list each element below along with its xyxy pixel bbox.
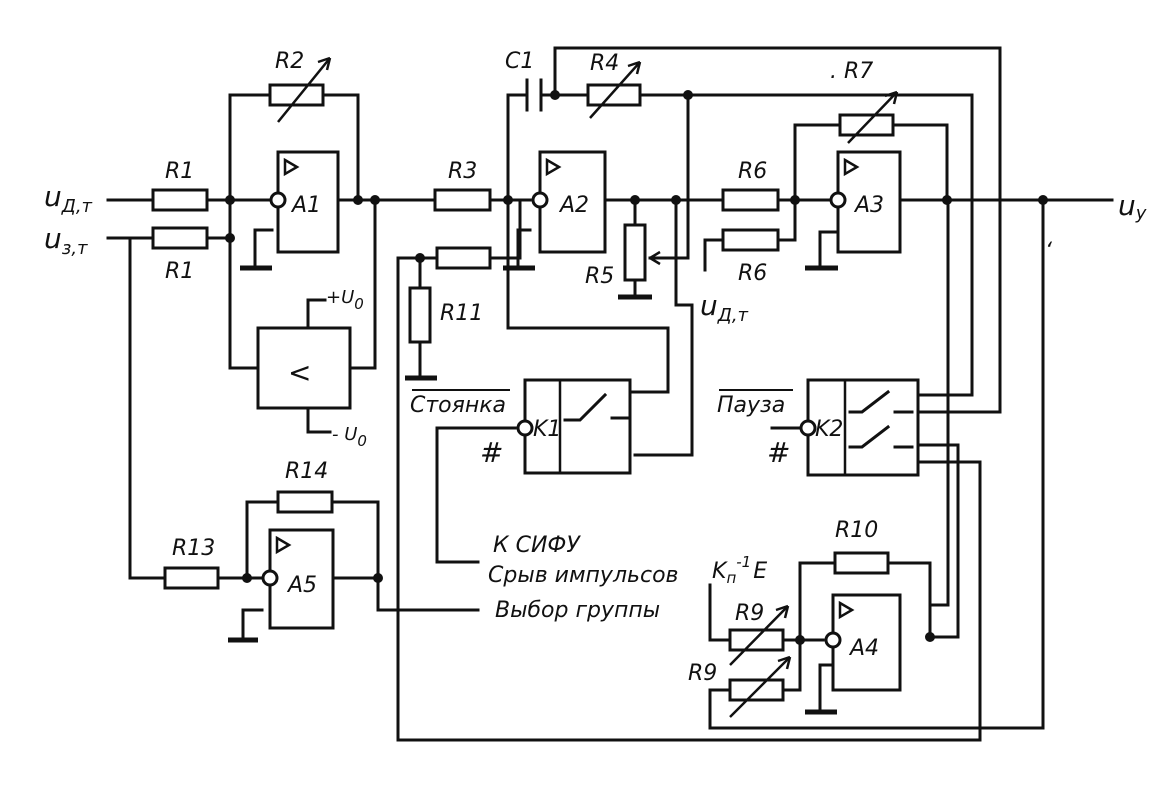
junction-dots: [225, 90, 1048, 645]
label-r6-top: R6: [738, 159, 767, 184]
resistor-r13: [163, 566, 220, 590]
label-k2: K2: [815, 417, 843, 442]
resistor-r10: [833, 551, 890, 575]
relay-k2: [799, 378, 920, 477]
hash-k2: #: [767, 436, 790, 469]
label-pauza: Пауза: [717, 393, 785, 418]
label-output-uy: uу: [1118, 189, 1147, 224]
label-minus-u0: - U0: [332, 424, 367, 450]
label-c1: C1: [505, 49, 534, 74]
label-r1-top: R1: [165, 159, 194, 184]
resistor-r6-bottom: [721, 228, 780, 252]
label-r6-bottom: R6: [738, 261, 767, 286]
opamp-a4: [824, 593, 902, 692]
opamp-a1: [269, 150, 340, 254]
comparator: [256, 298, 352, 434]
label-a4: A4: [848, 636, 879, 661]
resistor-r9-bottom: [728, 655, 792, 718]
label-input-uz: uз,т: [44, 222, 88, 259]
label-a2: A2: [558, 193, 589, 218]
label-r4: R4: [590, 51, 619, 76]
label-r9-top: R9: [735, 601, 764, 626]
signal-labels: uД,т uз,т uу uД,т Kп-1E ‘: [44, 180, 1147, 587]
label-sryv-impulsov: Срыв импульсов: [488, 563, 679, 588]
comparator-symbol: <: [288, 356, 311, 389]
capacitor-c1: [525, 78, 543, 112]
label-r1-bottom: R1: [165, 259, 194, 284]
label-k1: K1: [533, 417, 561, 442]
label-kn-e: Kп-1E: [712, 553, 767, 587]
resistor-r1-bottom: [151, 226, 209, 250]
label-vybor-gruppy: Выбор группы: [495, 598, 660, 623]
label-stoyanka: Стоянка: [410, 393, 506, 418]
label-r7: . R7: [830, 59, 873, 84]
resistor-r9-top: [728, 604, 790, 666]
label-r11: R11: [440, 301, 483, 326]
resistor-r5: [623, 223, 665, 282]
resistor-r11: [408, 246, 492, 344]
label-a1: A1: [290, 193, 321, 218]
label-r3: R3: [448, 159, 477, 184]
resistor-r1-top: [151, 188, 209, 212]
label-a5: A5: [286, 573, 317, 598]
label-r5: R5: [585, 264, 614, 289]
label-r9-bottom: R9: [688, 661, 717, 686]
label-plus-u0: +U0: [326, 287, 364, 313]
label-r2: R2: [275, 49, 304, 74]
wires: [106, 46, 1114, 742]
component-labels: R1 R1 R2 R3 R4 R5 R6 R6 . R7 R9 R9 R10 R…: [165, 49, 884, 686]
control-labels: Стоянка Пауза # # К СИФУ Срыв импульсов …: [410, 389, 793, 623]
label-k-sifu: К СИФУ: [493, 533, 581, 558]
ground-symbols: [228, 265, 838, 715]
resistor-r14: [276, 490, 334, 514]
opamp-a5: [261, 528, 335, 630]
label-r10: R10: [835, 518, 878, 543]
opamp-a3: [829, 150, 902, 254]
resistor-r2: [268, 56, 332, 123]
label-r14: R14: [285, 459, 328, 484]
label-mid-ud: uД,т: [700, 289, 749, 326]
label-r13: R13: [172, 536, 215, 561]
opamp-a2: [531, 150, 607, 254]
resistor-r4: [586, 60, 642, 119]
hash-k1: #: [480, 436, 503, 469]
relay-k1: [516, 378, 632, 475]
resistor-r3: [433, 188, 492, 212]
label-input-ud: uД,т: [44, 180, 93, 217]
label-a3: A3: [853, 193, 884, 218]
stray-mark: ‘: [1045, 239, 1053, 264]
resistor-r6-top: [721, 188, 780, 212]
resistor-r7: [838, 90, 899, 144]
